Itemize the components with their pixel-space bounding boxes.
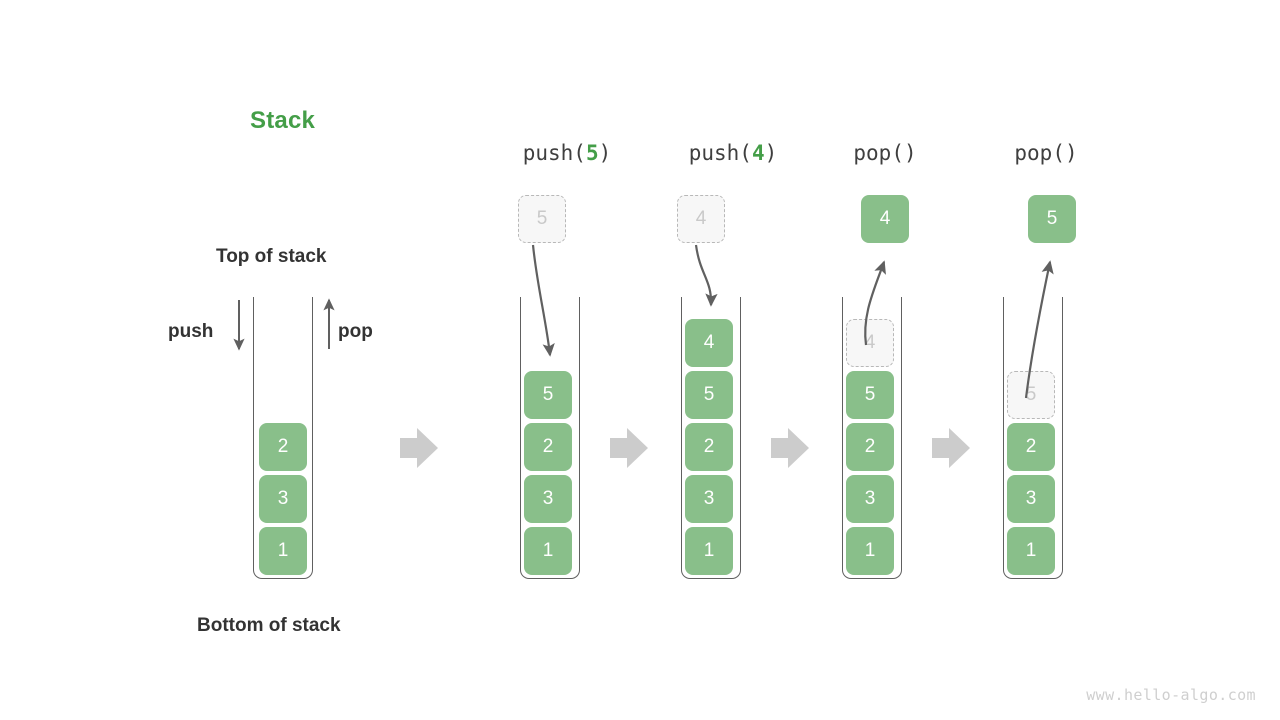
stack-container [681, 297, 741, 579]
operation-label-push-5: push(5) [467, 141, 667, 165]
stack-cell: 3 [259, 475, 307, 523]
stack-cell: 1 [846, 527, 894, 575]
operation-label-pop-5: pop() [946, 141, 1146, 165]
operand-box-ghost: 4 [677, 195, 725, 243]
stack-cell: 1 [1007, 527, 1055, 575]
push-label: push [168, 321, 214, 342]
stack-cell: 1 [259, 527, 307, 575]
operand-box-ghost: 5 [518, 195, 566, 243]
bottom-of-stack-label: Bottom of stack [197, 615, 341, 636]
stack-cell-ghost: 5 [1007, 371, 1055, 419]
stage-separator-arrow-icon [771, 428, 809, 468]
stack-cell: 3 [1007, 475, 1055, 523]
page-title: Stack [250, 107, 316, 134]
result-box: 5 [1028, 195, 1076, 243]
stage-separator-arrow-icon [400, 428, 438, 468]
operation-label-pop-4: pop() [785, 141, 985, 165]
stack-cell: 5 [846, 371, 894, 419]
stack-cell: 2 [259, 423, 307, 471]
pop-label: pop [338, 321, 373, 342]
watermark: www.hello-algo.com [1086, 686, 1256, 704]
stack-container [842, 297, 902, 579]
stage-separator-arrow-icon [932, 428, 970, 468]
stack-cell: 1 [685, 527, 733, 575]
stack-cell: 5 [524, 371, 572, 419]
op-text-suffix: ) [764, 141, 778, 165]
op-text-prefix: pop() [853, 141, 917, 165]
operation-label-push-4: push(4) [633, 141, 833, 165]
stack-cell-ghost: 4 [846, 319, 894, 367]
stack-cell: 1 [524, 527, 572, 575]
stage-separator-arrow-icon [610, 428, 648, 468]
stack-cell: 2 [846, 423, 894, 471]
stack-cell: 3 [524, 475, 572, 523]
stack-container [520, 297, 580, 579]
stack-cell: 2 [1007, 423, 1055, 471]
push-4-flow-arrow-icon [694, 244, 718, 307]
stack-cell: 4 [685, 319, 733, 367]
op-text-prefix: push( [522, 141, 586, 165]
op-text-prefix: pop() [1014, 141, 1078, 165]
stack-container [253, 297, 313, 579]
op-text-prefix: push( [688, 141, 752, 165]
stack-cell: 3 [685, 475, 733, 523]
result-box: 4 [861, 195, 909, 243]
stack-container [1003, 297, 1063, 579]
stack-cell: 2 [685, 423, 733, 471]
top-of-stack-label: Top of stack [216, 246, 327, 267]
op-text-arg: 5 [585, 141, 599, 165]
op-text-suffix: ) [598, 141, 612, 165]
stack-cell: 2 [524, 423, 572, 471]
op-text-arg: 4 [751, 141, 765, 165]
stack-cell: 3 [846, 475, 894, 523]
stack-cell: 5 [685, 371, 733, 419]
